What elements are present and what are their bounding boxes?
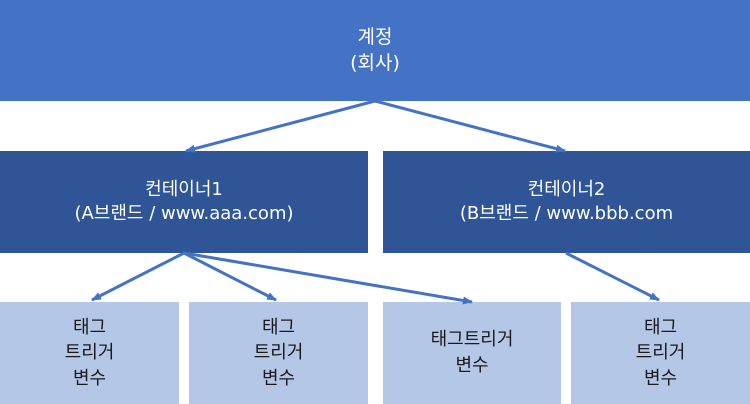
leaf-4-tag: 태그 bbox=[643, 316, 678, 338]
leaf-1-trigger: 트리거 bbox=[64, 342, 115, 364]
arrow-account-to-container-2 bbox=[374, 99, 566, 153]
leaf-2-trigger: 트리거 bbox=[253, 342, 304, 364]
container-2-box: 컨테이너2 (B브랜드 / www.bbb.com bbox=[383, 151, 750, 253]
leaf-box-4: 태그 트리거 변수 bbox=[571, 302, 750, 404]
arrow-container-1-to-leaf-2 bbox=[183, 251, 277, 302]
arrow-container-2-to-leaf-4 bbox=[565, 251, 660, 302]
container-2-sublabel: (B브랜드 / www.bbb.com bbox=[459, 203, 674, 224]
arrow-container-1-to-leaf-3 bbox=[183, 251, 473, 305]
container-1-box: 컨테이너1 (A브랜드 / www.aaa.com) bbox=[0, 151, 368, 253]
account-label: 계정 bbox=[357, 26, 393, 49]
leaf-box-1: 태그 트리거 변수 bbox=[0, 302, 179, 404]
leaf-3-variable: 변수 bbox=[455, 355, 489, 376]
leaf-1-tag: 태그 bbox=[72, 316, 107, 338]
container-1-sublabel: (A브랜드 / www.aaa.com) bbox=[74, 203, 294, 224]
leaf-4-trigger: 트리거 bbox=[635, 342, 686, 364]
leaf-3-tag-trigger: 태그트리거 bbox=[430, 329, 514, 351]
leaf-2-tag: 태그 bbox=[261, 316, 296, 338]
leaf-box-2: 태그 트리거 변수 bbox=[189, 302, 368, 404]
account-box: 계정 (회사) bbox=[0, 0, 750, 101]
account-sublabel: (회사) bbox=[350, 51, 400, 74]
leaf-2-variable: 변수 bbox=[261, 367, 296, 389]
leaf-4-variable: 변수 bbox=[643, 367, 678, 389]
leaf-1-variable: 변수 bbox=[72, 367, 107, 389]
arrow-container-1-to-leaf-1 bbox=[91, 251, 185, 302]
leaf-box-3: 태그트리거 변수 bbox=[383, 302, 561, 404]
container-2-label: 컨테이너2 bbox=[527, 179, 606, 201]
container-1-label: 컨테이너1 bbox=[145, 179, 223, 201]
arrow-account-to-container-1 bbox=[185, 99, 376, 153]
